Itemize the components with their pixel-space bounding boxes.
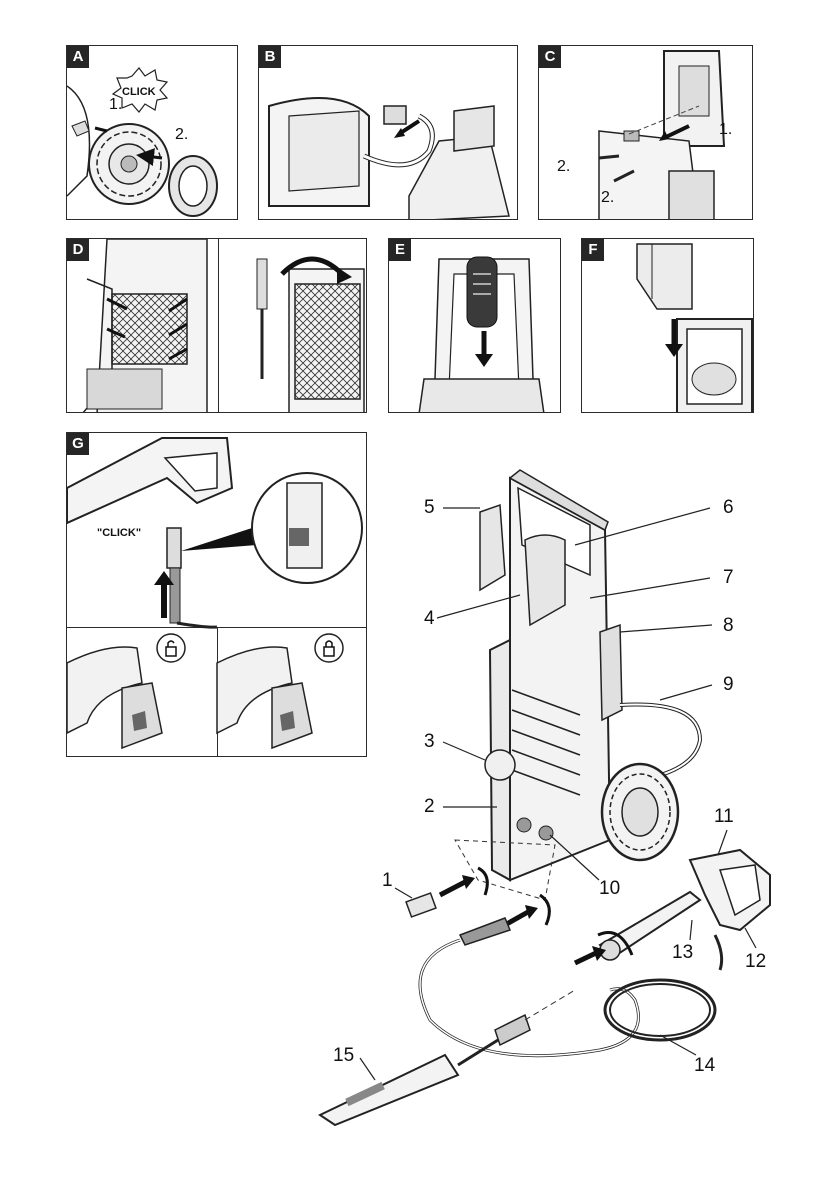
panel-label-b: B	[259, 46, 281, 68]
panel-b-illustration	[268, 97, 510, 219]
callout-1: 1	[382, 870, 393, 891]
panel-f: F	[581, 238, 754, 413]
step-2-label-second: 2.	[601, 189, 615, 206]
callout-10: 10	[599, 878, 621, 899]
callout-15: 15	[333, 1045, 355, 1066]
panel-e: E	[388, 238, 561, 413]
callout-11: 11	[714, 806, 734, 827]
panel-d-illustration	[82, 239, 365, 412]
step-1-label: 1.	[109, 96, 123, 113]
callout-5: 5	[424, 497, 435, 518]
panel-d-divider	[218, 239, 219, 412]
panel-label-g: G	[67, 433, 89, 455]
panel-g: G "CLICK"	[66, 432, 367, 757]
panel-label-e: E	[389, 239, 411, 261]
callout-7: 7	[723, 567, 734, 588]
panel-label-d: D	[67, 239, 89, 261]
panel-a-illustration	[67, 67, 218, 217]
panel-label-f: F	[582, 239, 604, 261]
click-burst-text: "CLICK"	[97, 527, 142, 539]
callout-9: 9	[723, 674, 734, 695]
panel-e-illustration	[418, 256, 545, 412]
panel-b: B	[258, 45, 518, 220]
panel-label-c: C	[539, 46, 561, 68]
unlocked-padlock-icon	[165, 640, 177, 657]
panel-f-illustration	[636, 243, 753, 412]
locked-padlock-icon	[323, 640, 335, 657]
callout-8: 8	[723, 615, 734, 636]
step-1-label: 1.	[719, 121, 733, 138]
panel-g-illustration	[67, 437, 363, 750]
callout-12: 12	[745, 951, 767, 972]
panel-a: A CLICK 1. 2.	[66, 45, 238, 220]
click-burst-text: CLICK	[122, 86, 156, 98]
panel-c-illustration	[598, 50, 726, 219]
step-2-label: 2.	[557, 158, 571, 175]
step-2-label: 2.	[175, 126, 189, 143]
panel-c: C 1. 2. 2.	[538, 45, 753, 220]
callout-6: 6	[723, 497, 734, 518]
callout-14: 14	[694, 1055, 716, 1076]
panel-d: D	[66, 238, 367, 413]
callout-3: 3	[424, 731, 435, 752]
panel-label-a: A	[67, 46, 89, 68]
callout-4: 4	[424, 608, 435, 629]
callout-2: 2	[424, 796, 435, 817]
callout-13: 13	[672, 942, 694, 963]
